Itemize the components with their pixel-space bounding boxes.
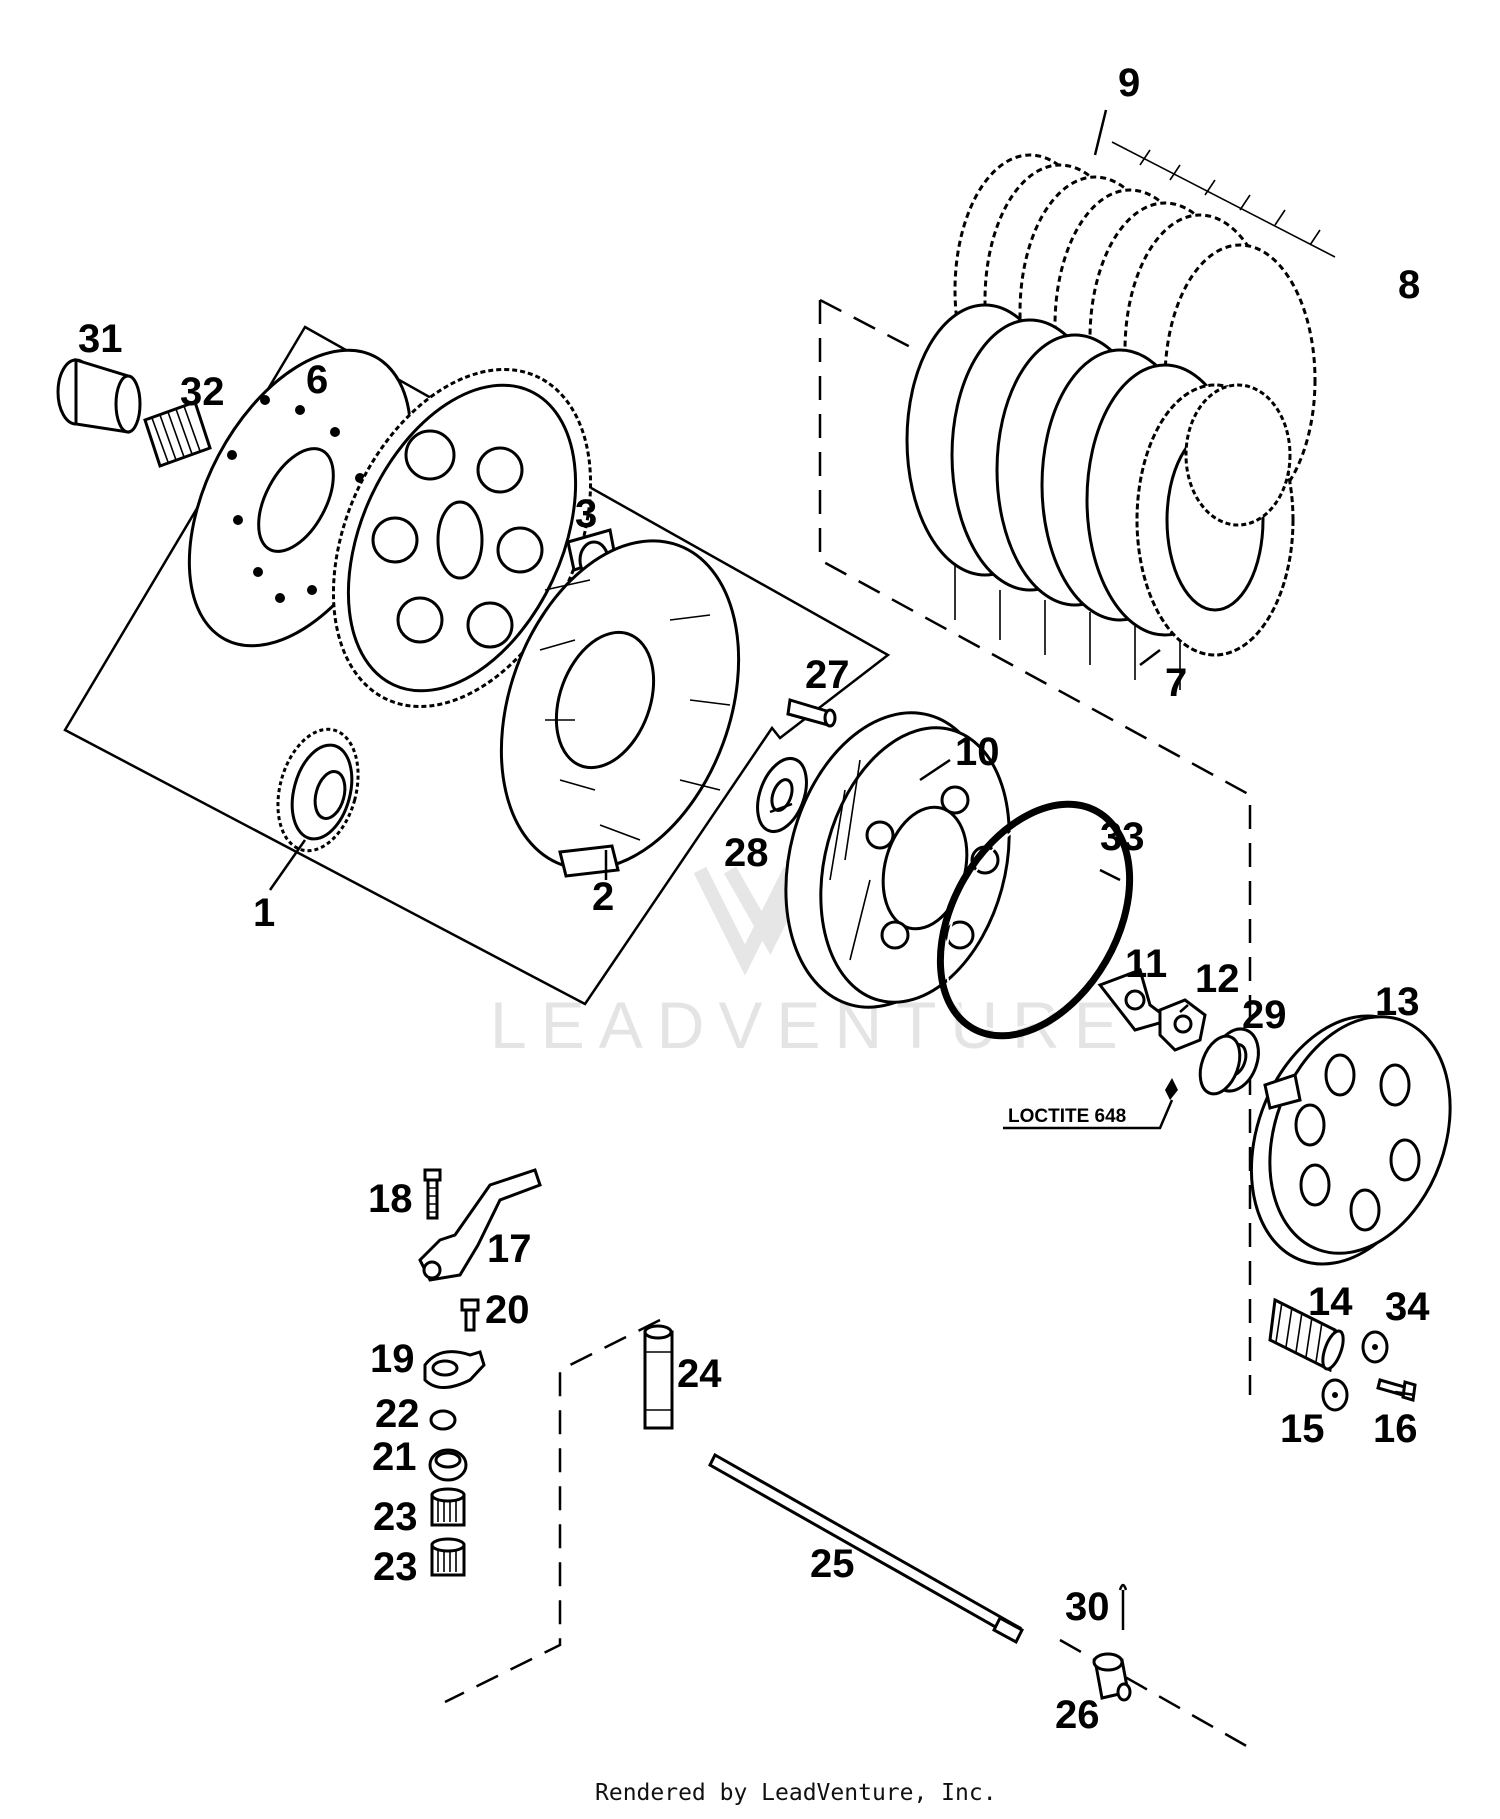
callout-8: 8: [1398, 263, 1420, 307]
group-outlines: [63, 298, 1252, 1750]
needle-bearing-32: [143, 400, 212, 468]
group-box-plates: [818, 298, 1252, 1395]
clutch-basket-2: [499, 539, 741, 878]
callout-3: 3: [575, 492, 597, 536]
bolt-18: [423, 1168, 442, 1220]
callout-24: 24: [677, 1352, 722, 1396]
callout-29: 29: [1242, 993, 1287, 1037]
group-box-primary: [63, 325, 891, 1006]
callout-14: 14: [1308, 1280, 1353, 1324]
callout-6: 6: [306, 358, 328, 402]
callout-7: 7: [1165, 661, 1187, 705]
callout-1: 1: [253, 891, 275, 935]
pressure-piece-26: [1092, 1652, 1132, 1702]
circlip-22: [429, 1409, 457, 1431]
pressure-plate-13: [1249, 1014, 1452, 1266]
leader-lines: [268, 109, 1416, 1397]
callout-21: 21: [372, 1435, 417, 1479]
release-lever-17: [418, 1168, 542, 1282]
callout-11: 11: [1125, 942, 1167, 986]
spring-14: [1268, 1297, 1345, 1373]
callout-31: 31: [78, 317, 123, 361]
bolt-16: [1376, 1378, 1417, 1402]
callout-18: 18: [368, 1177, 413, 1221]
ball-bearing-29: [1198, 1027, 1260, 1096]
watermark: LEADVENTURE: [490, 866, 1132, 1062]
callout-9: 9: [1118, 61, 1140, 105]
push-rod-25: [708, 1452, 1024, 1645]
callout-27: 27: [805, 653, 850, 697]
watermark-text: LEADVENTURE: [490, 988, 1132, 1062]
pin-27: [786, 698, 837, 728]
pin-30: [1118, 1583, 1128, 1630]
callout-22: 22: [375, 1392, 420, 1436]
washer-34: [1361, 1330, 1389, 1364]
callout-20: 20: [485, 1288, 530, 1332]
plate-19: [423, 1350, 486, 1389]
seal-ring-21: [428, 1448, 468, 1482]
footer-credit: Rendered by LeadVenture, Inc.: [595, 1780, 997, 1806]
callout-32: 32: [180, 370, 225, 414]
callout-25: 25: [810, 1542, 855, 1586]
callout-labels: 1 2 3 6 7 8 9 10 11 12 13 14 15 16 17 18…: [78, 61, 1430, 1737]
callout-34: 34: [1385, 1285, 1430, 1329]
o-ring-33: [936, 800, 1134, 1040]
callout-12: 12: [1195, 957, 1240, 1001]
nut-12: [1158, 998, 1207, 1100]
callout-23-upper: 23: [373, 1495, 418, 1539]
callout-30: 30: [1065, 1585, 1110, 1629]
needle-bearing-23a: [430, 1487, 466, 1527]
primary-gear-1: [276, 368, 593, 853]
clutch-plates-7-8-9: [905, 141, 1336, 690]
callout-26: 26: [1055, 1693, 1100, 1737]
needle-bearing-23b: [430, 1537, 466, 1577]
callout-23-lower: 23: [373, 1545, 418, 1589]
callout-13: 13: [1375, 980, 1420, 1024]
callout-16: 16: [1373, 1407, 1418, 1451]
callout-2: 2: [592, 875, 614, 919]
washer-15: [1321, 1378, 1349, 1412]
callout-15: 15: [1280, 1407, 1325, 1451]
release-shaft-24: [643, 1324, 674, 1430]
bushing-31: [56, 357, 142, 434]
bolt-20: [460, 1298, 480, 1332]
loctite-note: LOCTITE 648: [1008, 1106, 1126, 1127]
callout-28: 28: [724, 831, 769, 875]
group-box-release: [444, 1318, 661, 1704]
callout-19: 19: [370, 1337, 415, 1381]
washer-28: [756, 757, 808, 833]
callout-17: 17: [487, 1227, 532, 1271]
callout-33: 33: [1100, 815, 1145, 859]
callout-10: 10: [955, 730, 1000, 774]
